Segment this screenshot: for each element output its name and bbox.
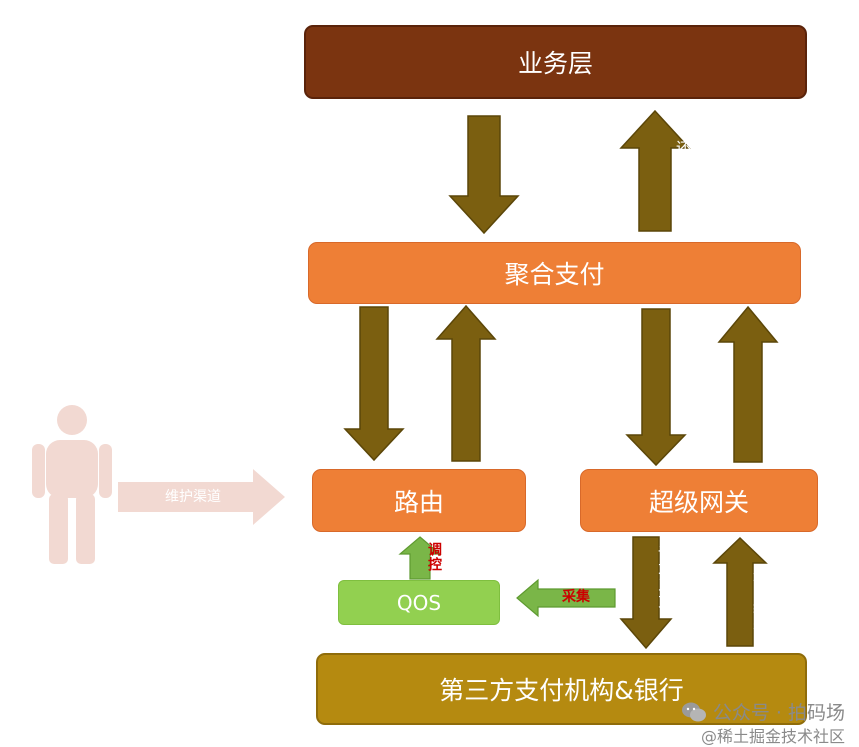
collect-label: 采集 [562,589,590,605]
available-channel-label: 可用渠道 [480,353,498,417]
maintain-channel-arrow-right: 维护渠道 [118,468,286,526]
repay-result-arrow-up: 还款结果 [619,109,692,232]
aggregate-payment-box: 聚合支付 [308,242,801,304]
repay-label: 还款 [503,148,521,180]
request-gateway-label: 请求渠道网关 [670,323,688,419]
get-channel-arrow-down: 获取渠道 [343,306,406,462]
aggregate-payment-label: 聚合支付 [504,260,605,289]
business-layer-box: 业务层 [304,25,807,99]
qos-box: QOS [338,580,500,625]
return-result-arrow-up-1: 返回结果 [717,305,780,463]
repay-arrow-down: 还款 [448,115,521,235]
return-result-label-2: 返回结果 [751,567,769,631]
control-label: 调控 [426,542,442,572]
request-third-label: 请求三方 [656,545,674,609]
watermark-account-text: 公众号 · 拍码场 [712,702,845,724]
request-third-arrow-down: 请求三方 [619,536,674,650]
collect-arrow-left: 采集 [516,578,616,618]
repay-result-label: 还款结果 [674,140,692,204]
business-layer-label: 业务层 [517,49,593,78]
return-result-label-1: 返回结果 [762,354,780,418]
request-gateway-arrow-down: 请求渠道网关 [625,308,688,467]
available-channel-arrow-up: 可用渠道 [435,304,498,462]
watermark-community: @稀土掘金技术社区 [700,727,845,746]
return-result-arrow-up-2: 返回结果 [712,536,769,647]
super-gateway-label: 超级网关 [648,487,749,517]
watermark-account: 公众号 · 拍码场 [681,698,845,725]
super-gateway-box: 超级网关 [580,469,818,532]
maintain-channel-label: 维护渠道 [165,489,221,505]
control-arrow-up: 调控 [398,536,442,580]
third-party-bank-box: 第三方支付机构&银行 [316,653,807,725]
qos-label: QOS [396,590,442,615]
routing-box: 路由 [312,469,526,532]
person-icon [32,402,112,571]
third-party-bank-label: 第三方支付机构&银行 [439,676,684,705]
routing-label: 路由 [393,487,444,517]
get-channel-label: 获取渠道 [388,341,406,405]
wechat-icon [681,702,706,721]
